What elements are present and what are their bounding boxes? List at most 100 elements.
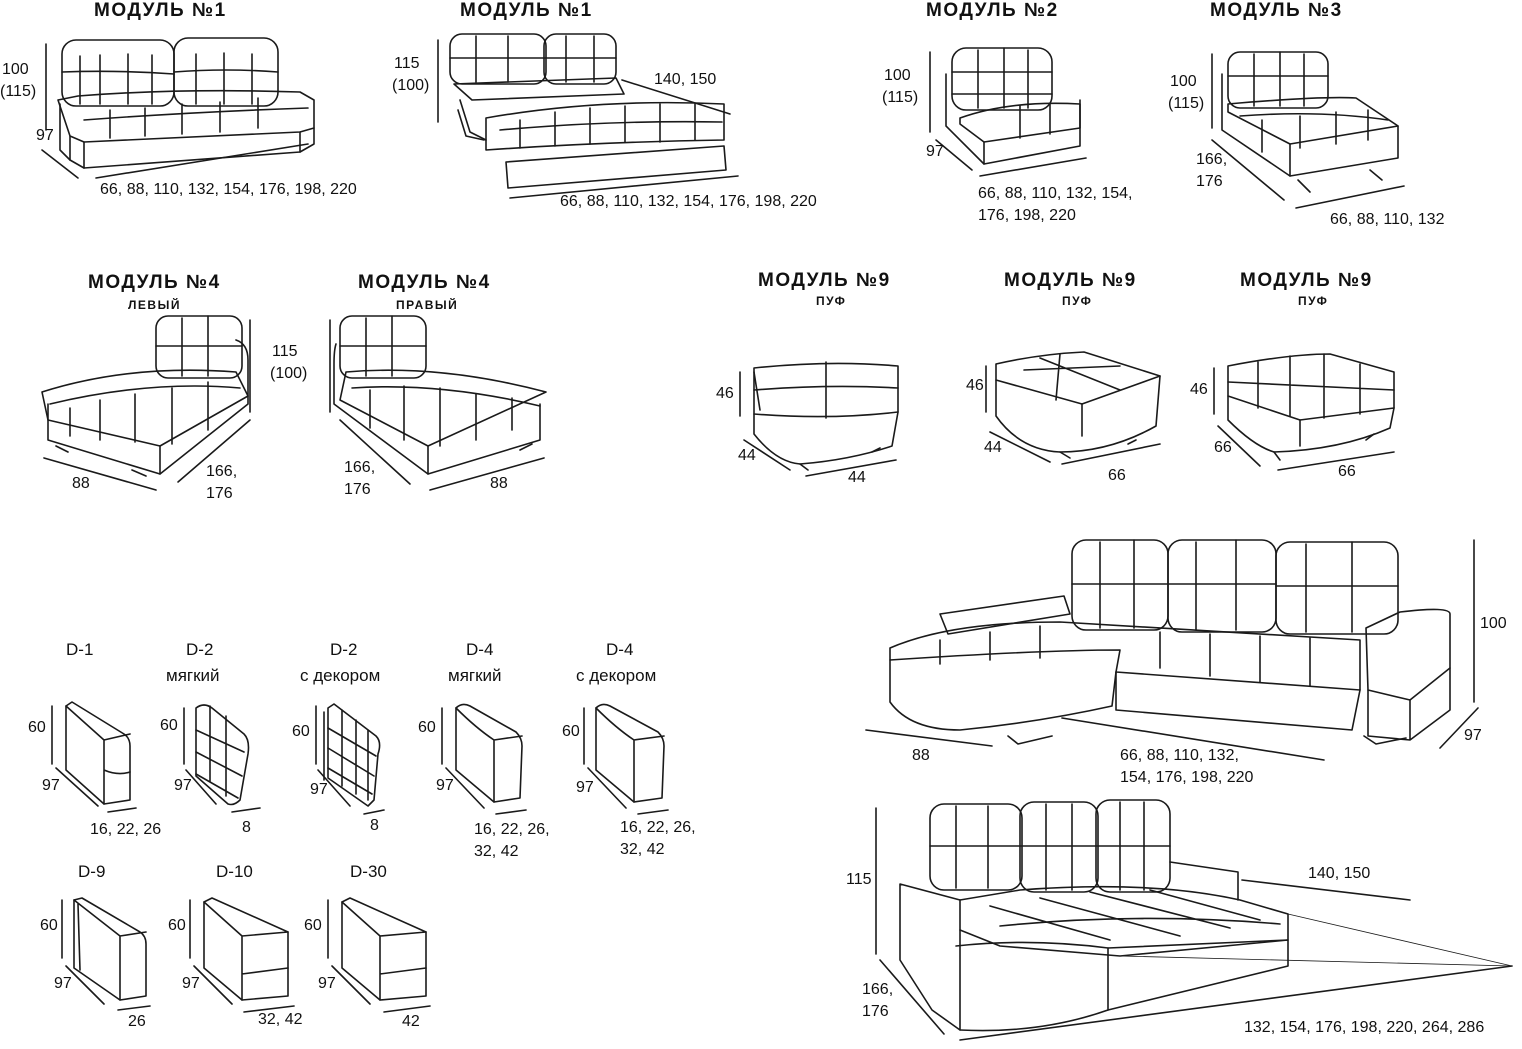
m9b-depth-line bbox=[989, 431, 1051, 463]
m1a-width-label: 66, 88, 110, 132, 154, 176, 198, 220 bbox=[100, 181, 357, 198]
armrest-d9-width: 26 bbox=[128, 1013, 146, 1030]
module-4-left-drawing bbox=[41, 315, 249, 477]
m9a-height-label: 46 bbox=[716, 385, 734, 402]
m2-width-line bbox=[979, 157, 1087, 177]
armrest-d4-soft-height: 60 bbox=[418, 719, 436, 736]
subtitle-module-9b: ПУФ bbox=[1062, 294, 1093, 308]
armrest-d4-soft-depth: 97 bbox=[436, 777, 454, 794]
armrest-d9-name: D-9 bbox=[78, 862, 106, 881]
m1b-width-label: 66, 88, 110, 132, 154, 176, 198, 220 bbox=[560, 193, 817, 210]
m4l-width-label: 88 bbox=[72, 475, 90, 492]
armrest-d4-soft-width-2: 32, 42 bbox=[474, 843, 519, 860]
armrest-d9-height: 60 bbox=[40, 917, 58, 934]
title-module-9a: МОДУЛЬ №9 bbox=[758, 270, 891, 291]
title-module-2: МОДУЛЬ №2 bbox=[926, 0, 1059, 21]
module-2-drawing bbox=[945, 47, 1081, 165]
c2-width-label: 132, 154, 176, 198, 220, 264, 286 bbox=[1244, 1019, 1485, 1036]
m4l-depth-label-1: 166, bbox=[206, 463, 238, 480]
armrest-d1-drawing bbox=[65, 701, 131, 805]
c1-depth-line bbox=[1439, 707, 1479, 749]
m9c-depth-line bbox=[1217, 425, 1261, 467]
m9b-height-label: 46 bbox=[966, 377, 984, 394]
c1-height-label: 100 bbox=[1480, 615, 1507, 632]
armrest-d4-soft-sub: мягкий bbox=[448, 666, 502, 685]
armrest-d2-soft-name: D-2 bbox=[186, 640, 214, 659]
c1-span-label-1: 66, 88, 110, 132, bbox=[1120, 747, 1239, 764]
armrest-d10-drawing bbox=[203, 897, 289, 1001]
armrest-d4-decor-height: 60 bbox=[562, 723, 580, 740]
m2-depth-line bbox=[935, 139, 973, 171]
subtitle-module-9c: ПУФ bbox=[1298, 294, 1329, 308]
c1-span-label-2: 154, 176, 198, 220 bbox=[1120, 769, 1254, 786]
m3-width-label: 66, 88, 110, 132 bbox=[1330, 211, 1445, 228]
armrest-d4-decor-depth: 97 bbox=[576, 779, 594, 796]
armrest-d30-name: D-30 bbox=[350, 862, 387, 881]
m4r-width-line bbox=[429, 457, 545, 491]
m3-depth-label-1: 166, bbox=[1196, 151, 1228, 168]
armrest-d2-soft-sub: мягкий bbox=[166, 666, 220, 685]
m9b-width-line bbox=[1061, 443, 1161, 465]
armrest-d2-decor-name: D-2 bbox=[330, 640, 358, 659]
title-module-1a: МОДУЛЬ №1 bbox=[94, 0, 227, 21]
m9c-width-label: 66 bbox=[1338, 463, 1356, 480]
c1-depth-label: 97 bbox=[1464, 727, 1482, 744]
m2-depth-label: 97 bbox=[926, 143, 944, 160]
m9a-depth-label: 44 bbox=[738, 447, 756, 464]
m4r-depth-label-2: 176 bbox=[344, 481, 371, 498]
m9c-depth-label: 66 bbox=[1214, 439, 1232, 456]
m2-width-label-2: 176, 198, 220 bbox=[978, 207, 1076, 224]
m3-height-alt-label: (115) bbox=[1168, 95, 1205, 112]
armrest-d4-soft-width-1: 16, 22, 26, bbox=[474, 821, 550, 838]
m4l-depth-label-2: 176 bbox=[206, 485, 233, 502]
m2-height-alt-label: (115) bbox=[882, 89, 919, 106]
armrest-dim-lines bbox=[51, 705, 669, 1013]
m9c-width-line bbox=[1277, 451, 1395, 471]
c1-span-line bbox=[1061, 717, 1325, 761]
c2-guide-lines bbox=[1119, 913, 1513, 967]
m1b-height-alt-label: (100) bbox=[392, 77, 430, 94]
m1a-height-alt-label: (115) bbox=[0, 83, 37, 100]
c2-extend-label: 140, 150 bbox=[1308, 865, 1371, 882]
c2-depth-label-2: 176 bbox=[862, 1003, 889, 1020]
c1-width-line bbox=[865, 729, 993, 747]
armrest-d30-width: 42 bbox=[402, 1013, 420, 1030]
c1-width-label: 88 bbox=[912, 747, 930, 764]
module-4-right-drawing bbox=[333, 315, 547, 475]
armrest-d4-decor-width-2: 32, 42 bbox=[620, 841, 665, 858]
armrest-d9-drawing bbox=[73, 897, 147, 1001]
armrest-d1-depth: 97 bbox=[42, 777, 60, 794]
armrest-d2-decor-height: 60 bbox=[292, 723, 310, 740]
armrest-d30-drawing bbox=[341, 897, 427, 1001]
m3-depth-line bbox=[1211, 139, 1285, 201]
m1b-extend-label: 140, 150 bbox=[654, 71, 717, 88]
armrest-d2-decor-width: 8 bbox=[370, 817, 379, 834]
m1a-depth-label: 97 bbox=[36, 127, 54, 144]
armrest-d2-decor-drawing bbox=[323, 703, 381, 807]
armrest-d4-decor-drawing bbox=[595, 703, 665, 803]
title-module-9b: МОДУЛЬ №9 bbox=[1004, 270, 1137, 291]
armrest-d2-soft-depth: 97 bbox=[174, 777, 192, 794]
m4-height-alt-label: (100) bbox=[270, 365, 308, 382]
armrest-d4-decor-name: D-4 bbox=[606, 640, 634, 659]
m9b-width-label: 66 bbox=[1108, 467, 1126, 484]
c2-height-label: 115 bbox=[846, 871, 872, 888]
m1a-depth-line bbox=[41, 149, 79, 179]
armrest-d10-width: 32, 42 bbox=[258, 1011, 303, 1028]
corner-sofa-1-drawing bbox=[889, 539, 1451, 745]
module-9c-drawing bbox=[1227, 353, 1395, 461]
m4r-depth-line bbox=[339, 419, 411, 485]
armrest-d9-depth: 97 bbox=[54, 975, 72, 992]
c2-extend-line bbox=[1241, 879, 1411, 901]
m4r-depth-label-1: 166, bbox=[344, 459, 376, 476]
module-3-drawing bbox=[1221, 51, 1399, 193]
armrest-d4-decor-width-1: 16, 22, 26, bbox=[620, 819, 696, 836]
armrest-d10-height: 60 bbox=[168, 917, 186, 934]
m9a-width-label: 44 bbox=[848, 469, 866, 486]
m4-height-label: 115 bbox=[272, 343, 298, 360]
armrest-d4-decor-sub: с декором bbox=[576, 666, 657, 685]
m3-depth-label-2: 176 bbox=[1196, 173, 1223, 190]
m4l-width-line bbox=[43, 457, 157, 491]
m4l-depth-line bbox=[177, 419, 251, 483]
module-1a-drawing bbox=[57, 37, 315, 169]
m9a-width-line bbox=[805, 459, 897, 477]
